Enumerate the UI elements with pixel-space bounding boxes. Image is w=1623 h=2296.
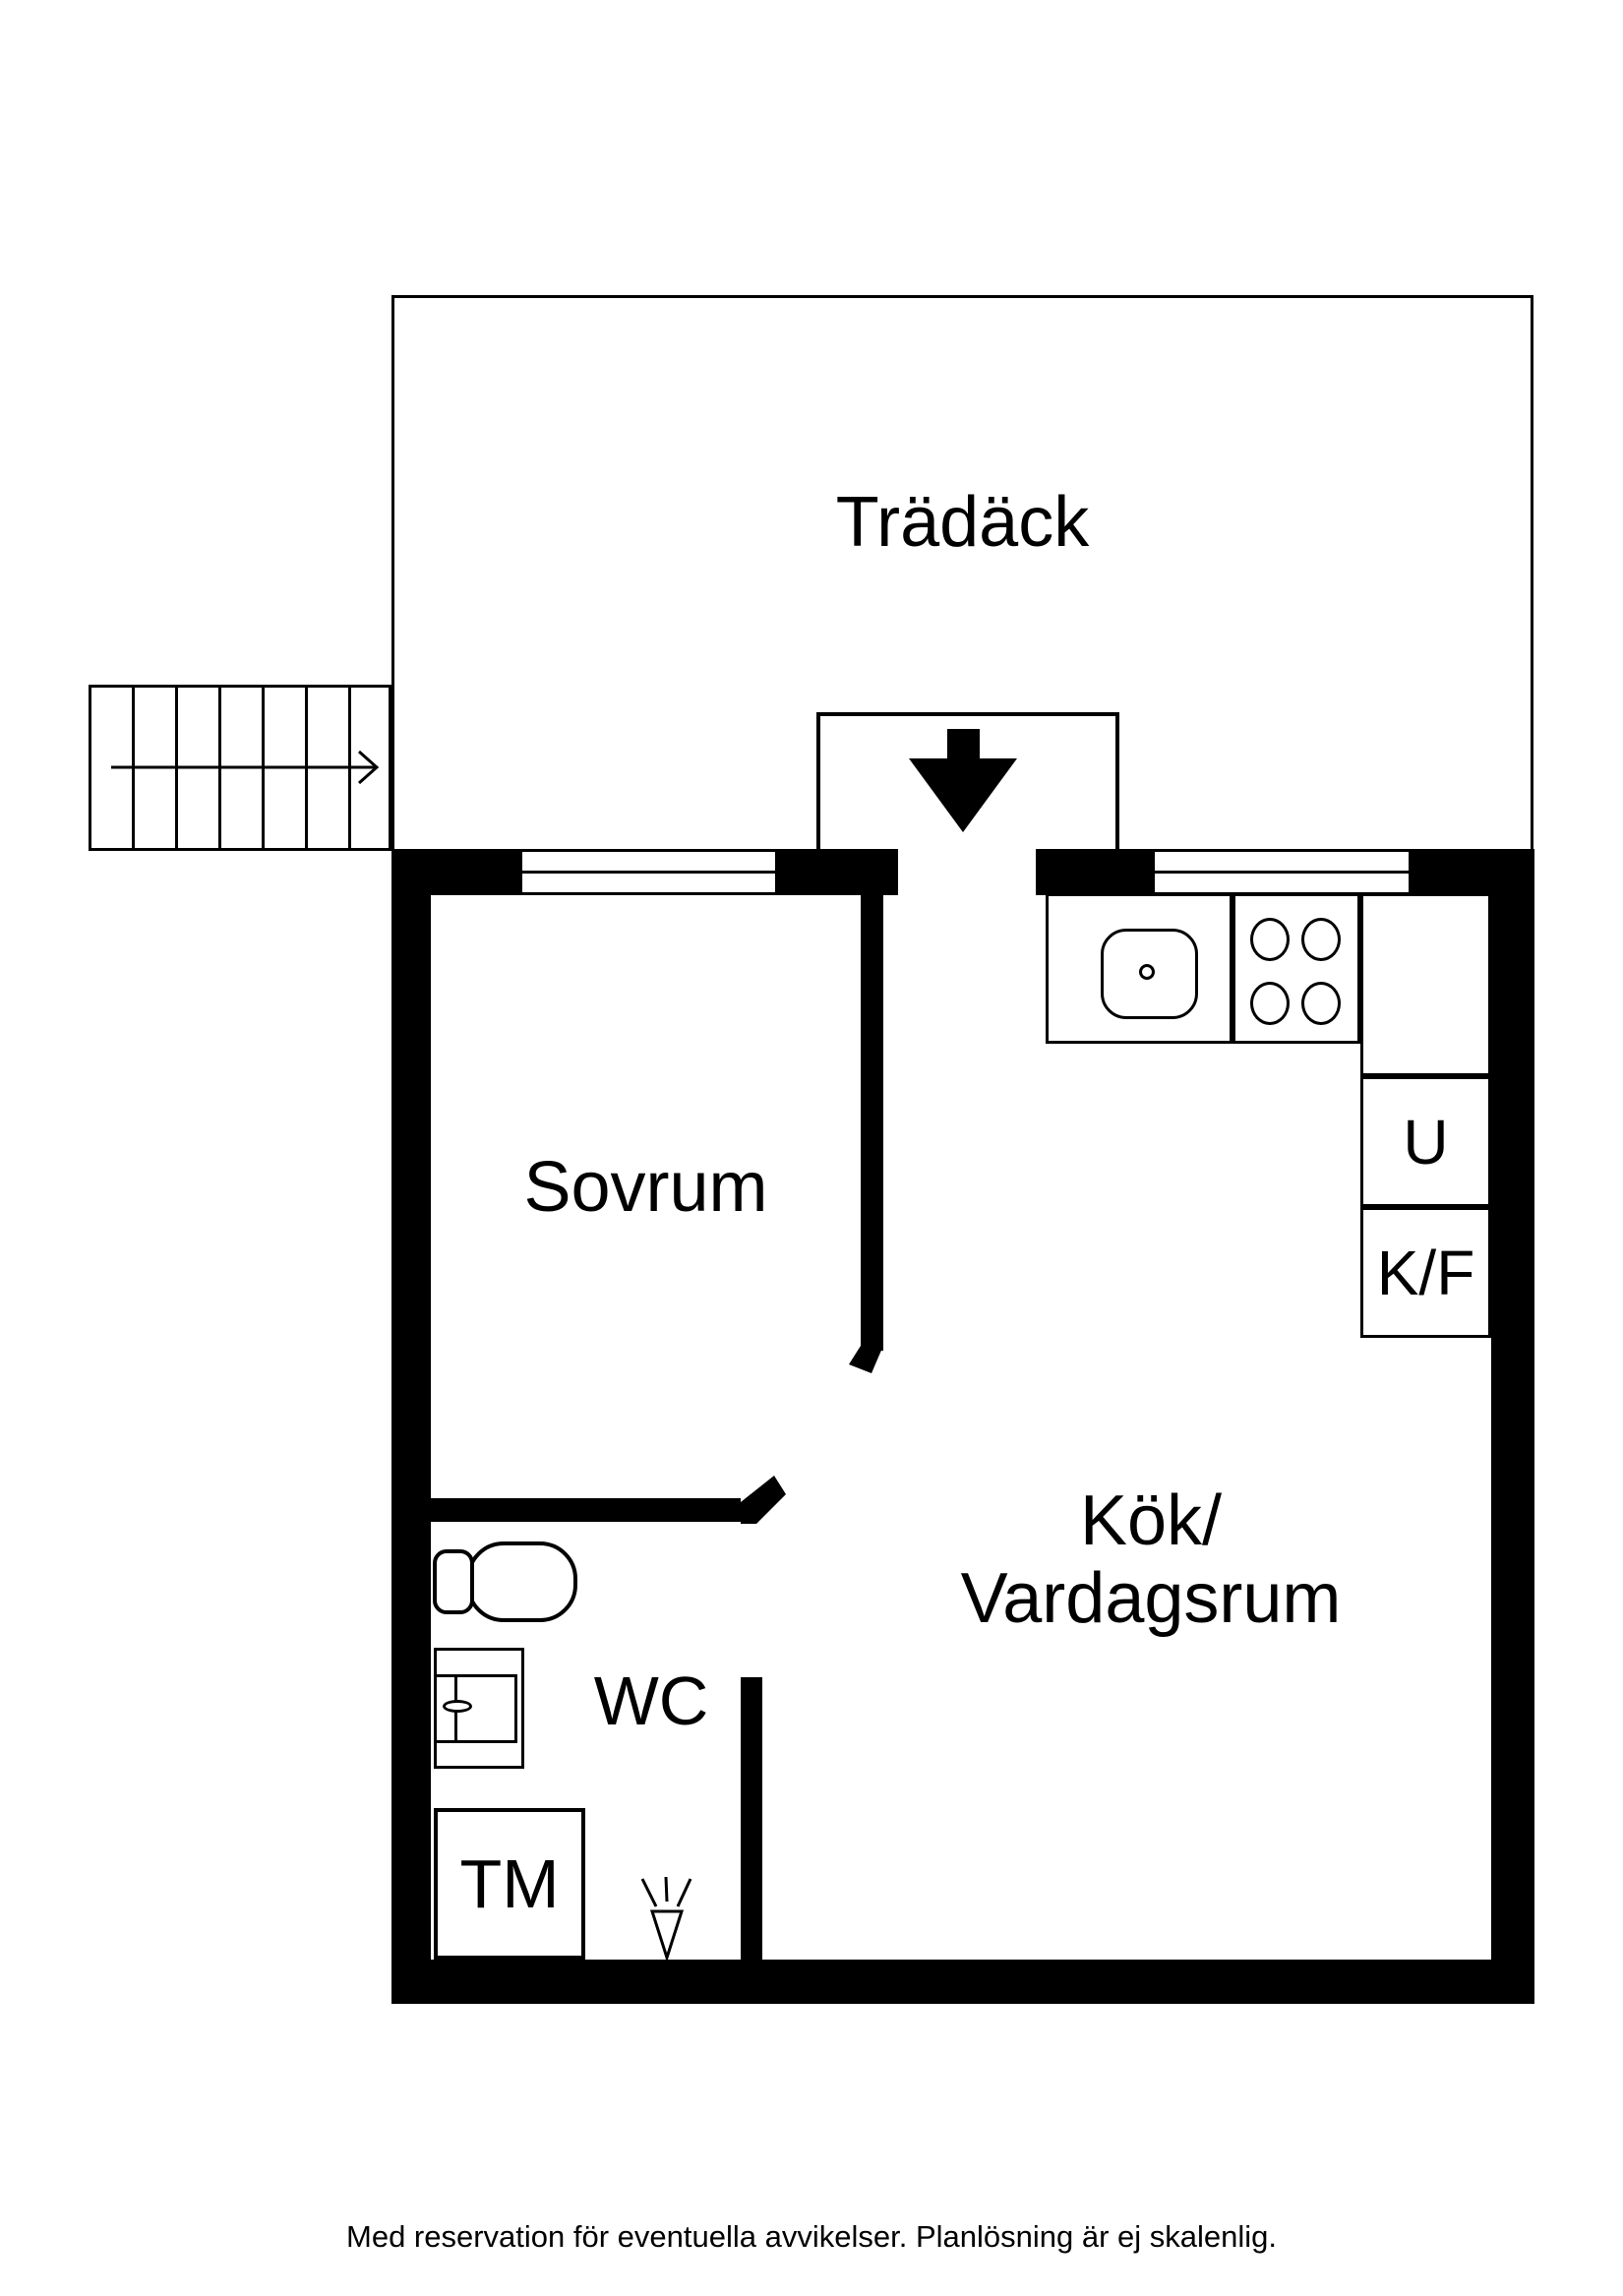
kitchen-label-line1: Kök/ — [1079, 1481, 1223, 1560]
sink-drain-icon — [1139, 964, 1155, 980]
kitchen-label-line2: Vardagsrum — [960, 1559, 1342, 1638]
wc-door-leaf-icon — [741, 1476, 786, 1524]
wc-label: WC — [593, 1662, 709, 1739]
wall-left — [391, 849, 431, 2004]
burner-icon — [1250, 982, 1290, 1025]
kitchen-window — [1152, 849, 1412, 895]
wall-bedroom-east — [861, 895, 883, 1351]
bedroom-label: Sovrum — [523, 1148, 768, 1227]
bedroom-window — [519, 849, 778, 895]
wall-top-mid-segment — [778, 849, 898, 895]
fridge-freezer-label: K/F — [1376, 1237, 1475, 1308]
oven-box: U — [1360, 1076, 1491, 1207]
burner-icon — [1250, 918, 1290, 961]
burner-icon — [1301, 982, 1341, 1025]
stairs — [89, 685, 391, 851]
kitchen-livingroom-label: Kök/ Vardagsrum — [885, 1482, 1416, 1638]
oven-label: U — [1403, 1106, 1449, 1178]
burner-icon — [1301, 918, 1341, 961]
entrance-arrow-icon — [909, 729, 1017, 832]
sink-icon — [1101, 929, 1198, 1019]
wall-bottom — [391, 1960, 1534, 2004]
shower-symbol-icon — [640, 1876, 692, 1960]
bedroom-door-leaf-icon — [849, 1346, 883, 1373]
washing-machine-label: TM — [459, 1845, 560, 1922]
fridge-freezer-box: K/F — [1360, 1207, 1491, 1338]
stove-icon — [1232, 893, 1360, 1044]
deck-label: Trädäck — [835, 483, 1090, 562]
wall-right — [1491, 849, 1534, 2004]
stairs-direction-arrow-icon — [111, 750, 380, 785]
washbasin-icon — [434, 1648, 524, 1769]
kitchen-sink-counter — [1046, 893, 1232, 1044]
toilet-icon — [433, 1541, 577, 1622]
tall-cabinet — [1360, 893, 1491, 1076]
window-mullion — [1154, 871, 1410, 874]
wall-top-entry-segment — [1036, 849, 1152, 895]
entrance-porch — [816, 712, 1119, 852]
footer-disclaimer: Med reservation för eventuella avvikelse… — [346, 2219, 1277, 2254]
faucet-icon — [443, 1700, 472, 1713]
wall-wc-east — [741, 1677, 762, 1960]
window-mullion — [521, 871, 776, 874]
wall-wc-top — [431, 1498, 741, 1522]
washing-machine-box: TM — [434, 1808, 585, 1960]
